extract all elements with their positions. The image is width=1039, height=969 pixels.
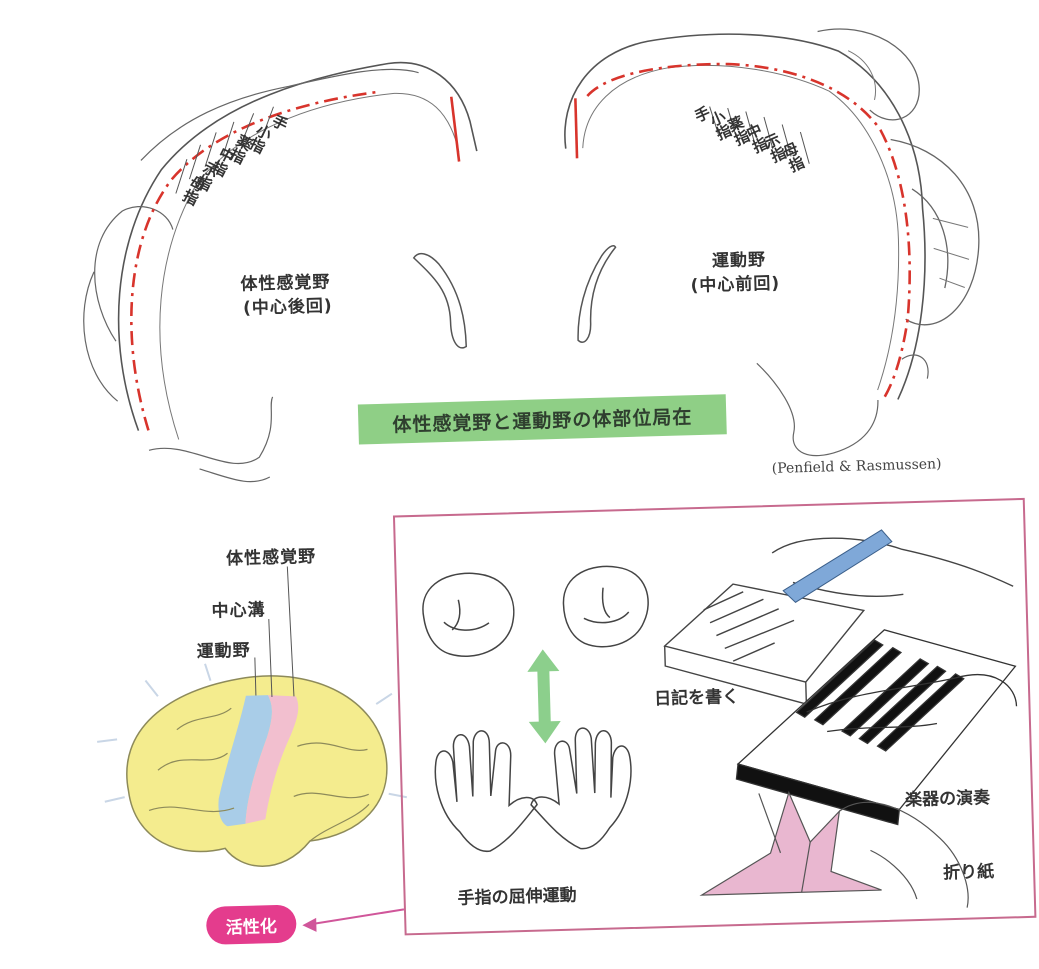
central-sulcus-label: 中心溝: [211, 601, 266, 621]
right-cortex-outline: [562, 29, 929, 409]
brain-sensory-label: 体性感覚野: [226, 548, 316, 569]
activation-arrowhead: [302, 918, 316, 932]
left-bottom-gyri: [148, 397, 275, 485]
motor-cortex-label: 運動野: [712, 251, 767, 271]
activation-badge: 活性化: [206, 904, 297, 944]
finger-flexion-caption: 手指の屈伸運動: [457, 881, 577, 909]
activities-box: [393, 498, 1036, 935]
right-red-dash: [587, 59, 914, 408]
left-red-dash-vertical: [451, 97, 459, 162]
right-cortex-inner: [581, 60, 903, 398]
activation-arrow-line: [312, 909, 404, 924]
right-bottom-gyri: [757, 355, 931, 458]
left-cortex-inner: [153, 92, 466, 440]
left-homunculus-sketch: [77, 69, 428, 403]
precentral-gyrus-label: (中心前回): [690, 275, 780, 296]
right-red-dash-vertical: [575, 98, 577, 158]
left-cortex-outline: [112, 60, 485, 431]
origami-caption: 折り紙: [943, 857, 995, 883]
right-sulcus-section: [576, 246, 619, 343]
postcentral-gyrus-label: (中心後回): [243, 297, 333, 318]
diary-caption: 日記を書く: [654, 682, 740, 709]
instrument-caption: 楽器の演奏: [905, 783, 991, 810]
brain-motor-label: 運動野: [196, 642, 251, 662]
sensory-cortex-label: 体性感覚野: [240, 273, 330, 294]
left-sulcus-section: [414, 252, 467, 349]
